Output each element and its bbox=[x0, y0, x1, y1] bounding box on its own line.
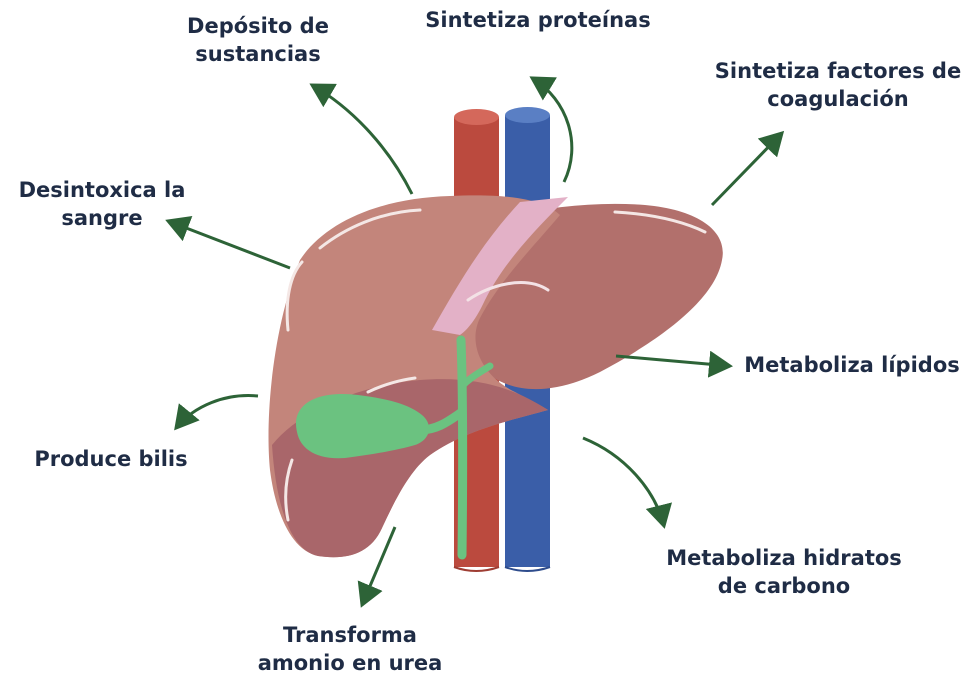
label-sintetiza-factores-de-coagulacion: Sintetiza factores de coagulación bbox=[706, 57, 968, 113]
label-line: Desintoxica la bbox=[0, 176, 204, 204]
label-line: de carbono bbox=[650, 572, 918, 600]
label-line: coagulación bbox=[706, 85, 968, 113]
arrow-hidratos bbox=[583, 438, 664, 526]
label-line: Sintetiza factores de bbox=[706, 57, 968, 85]
label-transforma-amonio-en-urea: Transforma amonio en urea bbox=[234, 621, 466, 673]
label-desintoxica-la-sangre: Desintoxica la sangre bbox=[0, 176, 204, 232]
bile-duct-common bbox=[461, 340, 463, 555]
arrow-lipidos bbox=[616, 356, 730, 366]
vein-top bbox=[505, 107, 550, 123]
artery-top bbox=[454, 109, 499, 125]
label-line: Produce bilis bbox=[8, 445, 214, 473]
label-metaboliza-lipidos: Metaboliza lípidos bbox=[738, 351, 966, 379]
label-produce-bilis: Produce bilis bbox=[8, 445, 214, 473]
arrow-deposito bbox=[312, 85, 412, 194]
arrow-coagulacion bbox=[712, 133, 782, 205]
label-line: Sintetiza proteínas bbox=[408, 6, 668, 34]
label-line: Metaboliza lípidos bbox=[738, 351, 966, 379]
label-sintetiza-proteinas: Sintetiza proteínas bbox=[408, 6, 668, 34]
arrow-bilis bbox=[176, 396, 258, 428]
label-line: Transforma bbox=[234, 621, 466, 649]
label-line: Depósito de bbox=[158, 12, 358, 40]
label-metaboliza-hidratos-de-carbono: Metaboliza hidratos de carbono bbox=[650, 544, 918, 600]
label-line: sangre bbox=[0, 204, 204, 232]
label-line: sustancias bbox=[158, 40, 358, 68]
label-line: Metaboliza hidratos bbox=[650, 544, 918, 572]
label-line: amonio en urea bbox=[234, 649, 466, 673]
label-deposito-de-sustancias: Depósito de sustancias bbox=[158, 12, 358, 68]
